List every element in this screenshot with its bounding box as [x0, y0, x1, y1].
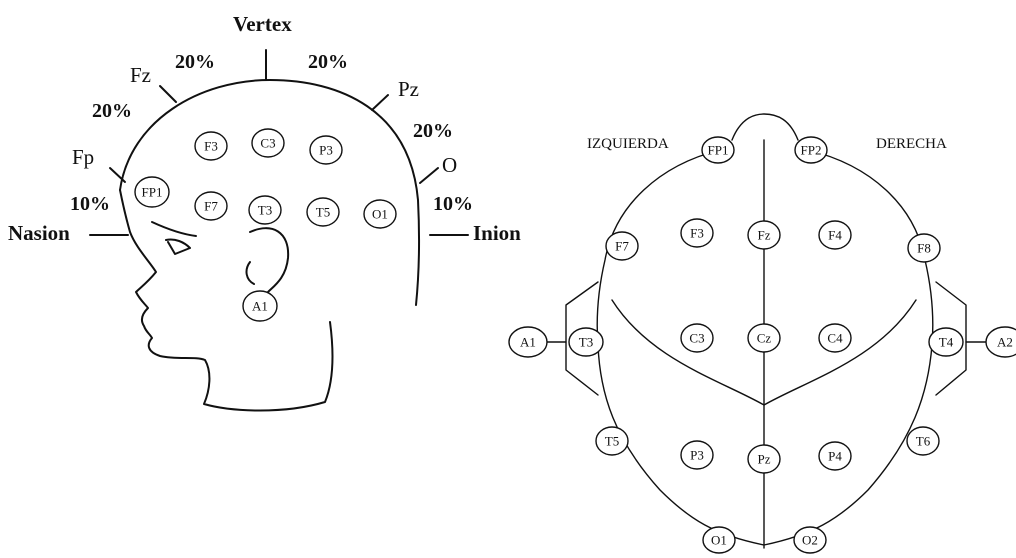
inion-label: Inion — [473, 221, 521, 245]
ear-outline — [249, 227, 290, 293]
svg-text:A1: A1 — [520, 335, 536, 350]
svg-text:T5: T5 — [316, 205, 330, 220]
electrode-f7: F7 — [605, 231, 639, 261]
svg-text:FP1: FP1 — [142, 185, 163, 200]
svg-text:Pz: Pz — [758, 452, 771, 467]
pz-label: Pz — [398, 77, 419, 101]
pct-vertex-pz: 20% — [308, 51, 348, 73]
electrode-o1: O1 — [702, 526, 736, 554]
electrode-t5: T5 — [595, 426, 629, 456]
electrode-fp1: FP1 — [701, 136, 735, 164]
eye-icon — [151, 221, 197, 237]
electrode-a1-side: A1 — [242, 290, 278, 322]
electrode-t4: T4 — [928, 327, 964, 357]
electrode-p4: P4 — [818, 441, 852, 471]
svg-text:P3: P3 — [690, 448, 704, 463]
svg-text:FP2: FP2 — [801, 143, 822, 158]
svg-text:FP1: FP1 — [708, 143, 729, 158]
vertex-label: Vertex — [233, 12, 292, 36]
ear-inner — [245, 261, 255, 285]
svg-text:F3: F3 — [204, 139, 218, 154]
electrode-c3: C3 — [680, 323, 714, 353]
electrode-cz: Cz — [747, 323, 781, 353]
fp-label: Fp — [72, 145, 94, 169]
fp-tick — [109, 167, 126, 183]
electrode-a2: A2 — [985, 326, 1016, 358]
electrode-f3: F3 — [680, 218, 714, 248]
electrode-t3: T3 — [568, 327, 604, 357]
o-label: O — [442, 153, 457, 177]
svg-text:A2: A2 — [997, 335, 1013, 350]
electrode-o1-side: O1 — [363, 199, 397, 229]
fz-label: Fz — [130, 63, 151, 87]
svg-text:C3: C3 — [260, 136, 275, 151]
right-ear-outline — [935, 281, 967, 396]
electrode-p3-side: P3 — [309, 135, 343, 165]
eye-lid — [165, 238, 191, 255]
side-view: Vertex Fz Pz Fp O Nasion Inion 20% 20% 2… — [8, 12, 521, 412]
svg-text:T4: T4 — [939, 335, 954, 350]
right-side-label: DERECHA — [876, 136, 947, 152]
electrode-c3-side: C3 — [251, 128, 285, 158]
svg-text:C3: C3 — [689, 331, 704, 346]
electrode-p3: P3 — [680, 440, 714, 470]
svg-text:P3: P3 — [319, 143, 333, 158]
electrode-f4: F4 — [818, 220, 852, 250]
svg-text:Fz: Fz — [758, 228, 771, 243]
svg-text:T5: T5 — [605, 434, 619, 449]
svg-text:F8: F8 — [917, 241, 931, 256]
svg-text:F3: F3 — [690, 226, 704, 241]
svg-text:P4: P4 — [828, 449, 842, 464]
svg-text:F7: F7 — [615, 239, 629, 254]
electrode-f7-side: F7 — [194, 191, 228, 221]
nose-outline — [731, 113, 799, 141]
electrode-a1: A1 — [508, 326, 548, 358]
head-profile-outline — [119, 79, 421, 306]
svg-text:C4: C4 — [827, 331, 843, 346]
pct-pz-o: 20% — [413, 120, 453, 142]
central-arc — [611, 299, 917, 406]
svg-text:Cz: Cz — [757, 331, 772, 346]
svg-text:T3: T3 — [579, 335, 593, 350]
nasion-label: Nasion — [8, 221, 70, 245]
electrode-fp1-side: FP1 — [134, 176, 170, 208]
svg-text:O1: O1 — [711, 533, 727, 548]
electrode-fp2: FP2 — [794, 136, 828, 164]
pct-fz-vertex: 20% — [175, 51, 215, 73]
pz-tick — [371, 94, 389, 111]
electrode-pz: Pz — [747, 444, 781, 474]
svg-text:O2: O2 — [802, 533, 818, 548]
electrode-o2: O2 — [793, 526, 827, 554]
pct-o-inion: 10% — [433, 193, 473, 215]
electrode-t3-side: T3 — [248, 195, 282, 225]
electrode-t5-side: T5 — [306, 197, 340, 227]
left-side-label: IZQUIERDA — [587, 136, 669, 152]
svg-text:F7: F7 — [204, 199, 218, 214]
fz-tick — [159, 85, 177, 103]
svg-text:T3: T3 — [258, 203, 272, 218]
svg-text:T6: T6 — [916, 434, 931, 449]
o-tick — [419, 167, 439, 184]
left-ear-outline — [565, 281, 599, 396]
electrode-t6: T6 — [906, 426, 940, 456]
electrode-c4: C4 — [818, 323, 852, 353]
svg-text:A1: A1 — [252, 299, 268, 314]
electrode-f3-side: F3 — [194, 131, 228, 161]
pct-nasion-fp: 10% — [70, 193, 110, 215]
svg-text:O1: O1 — [372, 207, 388, 222]
electrode-fz: Fz — [747, 220, 781, 250]
top-view: IZQUIERDA DERECHA FP1 FP2 F7 F3 Fz F4 — [508, 113, 1016, 554]
electrode-f8: F8 — [907, 233, 941, 263]
svg-text:F4: F4 — [828, 228, 842, 243]
pct-fp-fz: 20% — [92, 100, 132, 122]
face-profile — [119, 189, 334, 412]
